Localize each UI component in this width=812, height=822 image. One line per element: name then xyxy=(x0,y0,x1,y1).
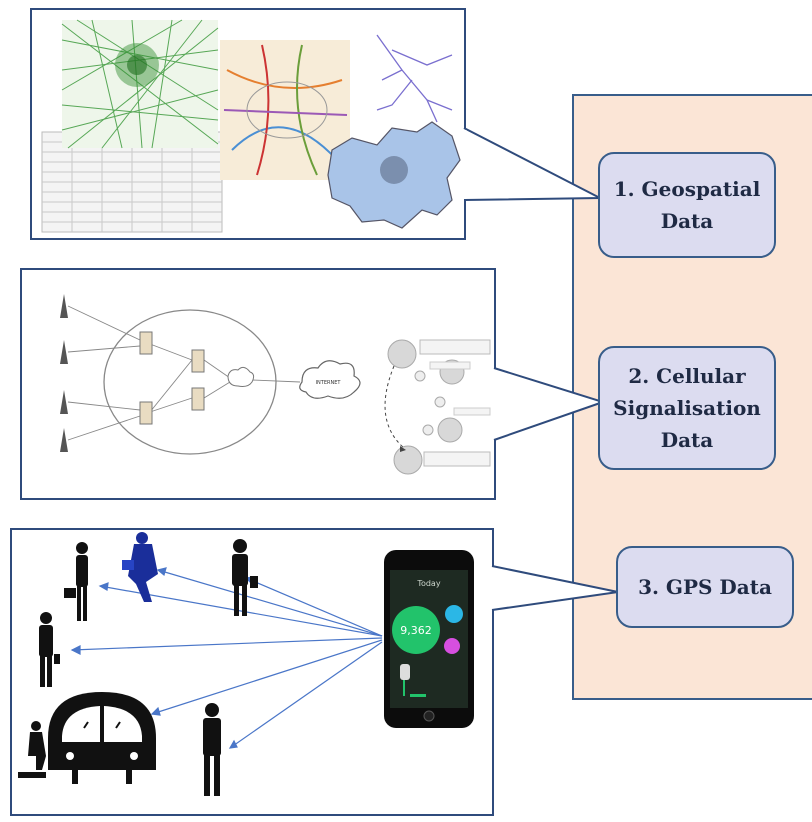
cellular-label-line3: Data xyxy=(660,428,714,452)
internet-cloud-icon: INTERNET xyxy=(299,360,361,399)
cellular-network-diagram: INTERNET xyxy=(60,294,491,475)
cellular-label-line1: 2. Cellular xyxy=(628,364,746,388)
gps-label-line1: 3. GPS Data xyxy=(638,575,772,599)
internet-label: INTERNET xyxy=(316,380,342,386)
cloud-icon xyxy=(227,366,255,387)
region-map xyxy=(327,121,461,229)
person-phone-icon xyxy=(232,539,258,616)
gps-tracking-illustration: Today 9,362 xyxy=(18,532,474,796)
gps-data-label: 3. GPS Data xyxy=(616,546,794,628)
geospatial-label-line2: Data xyxy=(660,209,714,233)
person-standing-icon xyxy=(39,612,60,687)
geospatial-label-line1: 1. Geospatial xyxy=(613,177,761,201)
data-table-image xyxy=(41,131,223,233)
cellular-label-line2: Signalisation xyxy=(613,396,761,420)
cellular-frame: INTERNET xyxy=(20,268,496,500)
smartphone-icon: Today 9,362 xyxy=(384,550,474,728)
person-reading-icon xyxy=(122,532,158,602)
line-network-sketch xyxy=(376,34,453,123)
phone-steps: 9,362 xyxy=(400,624,432,637)
signalling-flow xyxy=(384,339,491,475)
geospatial-collage xyxy=(41,19,461,233)
phone-header: Today xyxy=(416,579,440,588)
gps-frame: Today 9,362 xyxy=(10,528,494,816)
person-boarding-icon xyxy=(18,721,46,778)
metro-map-image xyxy=(220,40,350,180)
road-network-map xyxy=(61,19,219,149)
geospatial-frame xyxy=(30,8,466,240)
server-nodes xyxy=(139,331,205,425)
train-icon xyxy=(48,692,156,784)
antenna-icons xyxy=(60,294,68,452)
person-briefcase-icon xyxy=(64,542,88,621)
core-network-ellipse xyxy=(103,309,277,455)
person-suit-icon xyxy=(203,703,221,796)
geospatial-data-label: 1. Geospatial Data xyxy=(598,152,776,258)
cellular-signalisation-label: 2. Cellular Signalisation Data xyxy=(598,346,776,470)
